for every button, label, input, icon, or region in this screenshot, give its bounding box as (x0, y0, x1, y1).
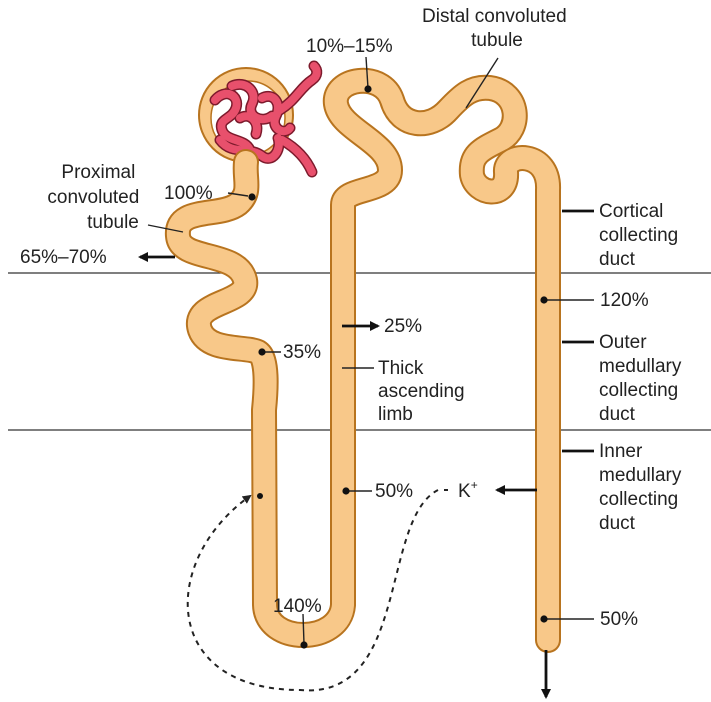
dot-140 (300, 641, 307, 648)
value-final-urine: 50% (600, 609, 638, 630)
label-proximal-convoluted-tubule: Proximal convoluted tubule (47, 162, 144, 233)
value-thick-limb-reabsorbed: 25% (384, 316, 422, 337)
potassium-recycling-dashed-arrow (188, 490, 438, 690)
value-thick-limb-start: 50% (375, 481, 413, 502)
dot-100 (248, 193, 255, 200)
label-outer-medullary-collecting-duct: Outer medullary collecting duct (599, 332, 687, 425)
label-cortical-collecting-duct: Cortical collecting duct (599, 201, 684, 270)
value-glomerulus-filtered: 100% (164, 183, 213, 204)
value-early-distal: 10%–15% (306, 36, 393, 57)
value-late-proximal: 35% (283, 342, 321, 363)
value-cortical-collecting: 120% (600, 290, 649, 311)
label-distal-convoluted-tubule: Distal convoluted tubule (422, 6, 572, 51)
value-loop-bend: 140% (273, 596, 322, 617)
dot-35 (258, 348, 265, 355)
dot-10-15 (364, 85, 371, 92)
potassium-ion-label: K+ (458, 478, 478, 502)
leader-140 (303, 614, 304, 644)
nephron-tubule (178, 81, 548, 640)
label-inner-medullary-collecting-duct: Inner medullary collecting duct (599, 441, 687, 534)
dot-120 (540, 296, 547, 303)
dot-inner-medullary (257, 493, 263, 499)
label-thick-ascending-limb: Thick ascending limb (378, 358, 470, 425)
dot-50-final (540, 615, 547, 622)
dot-50-thick (342, 487, 349, 494)
value-proximal-reabsorbed: 65%–70% (20, 247, 107, 268)
